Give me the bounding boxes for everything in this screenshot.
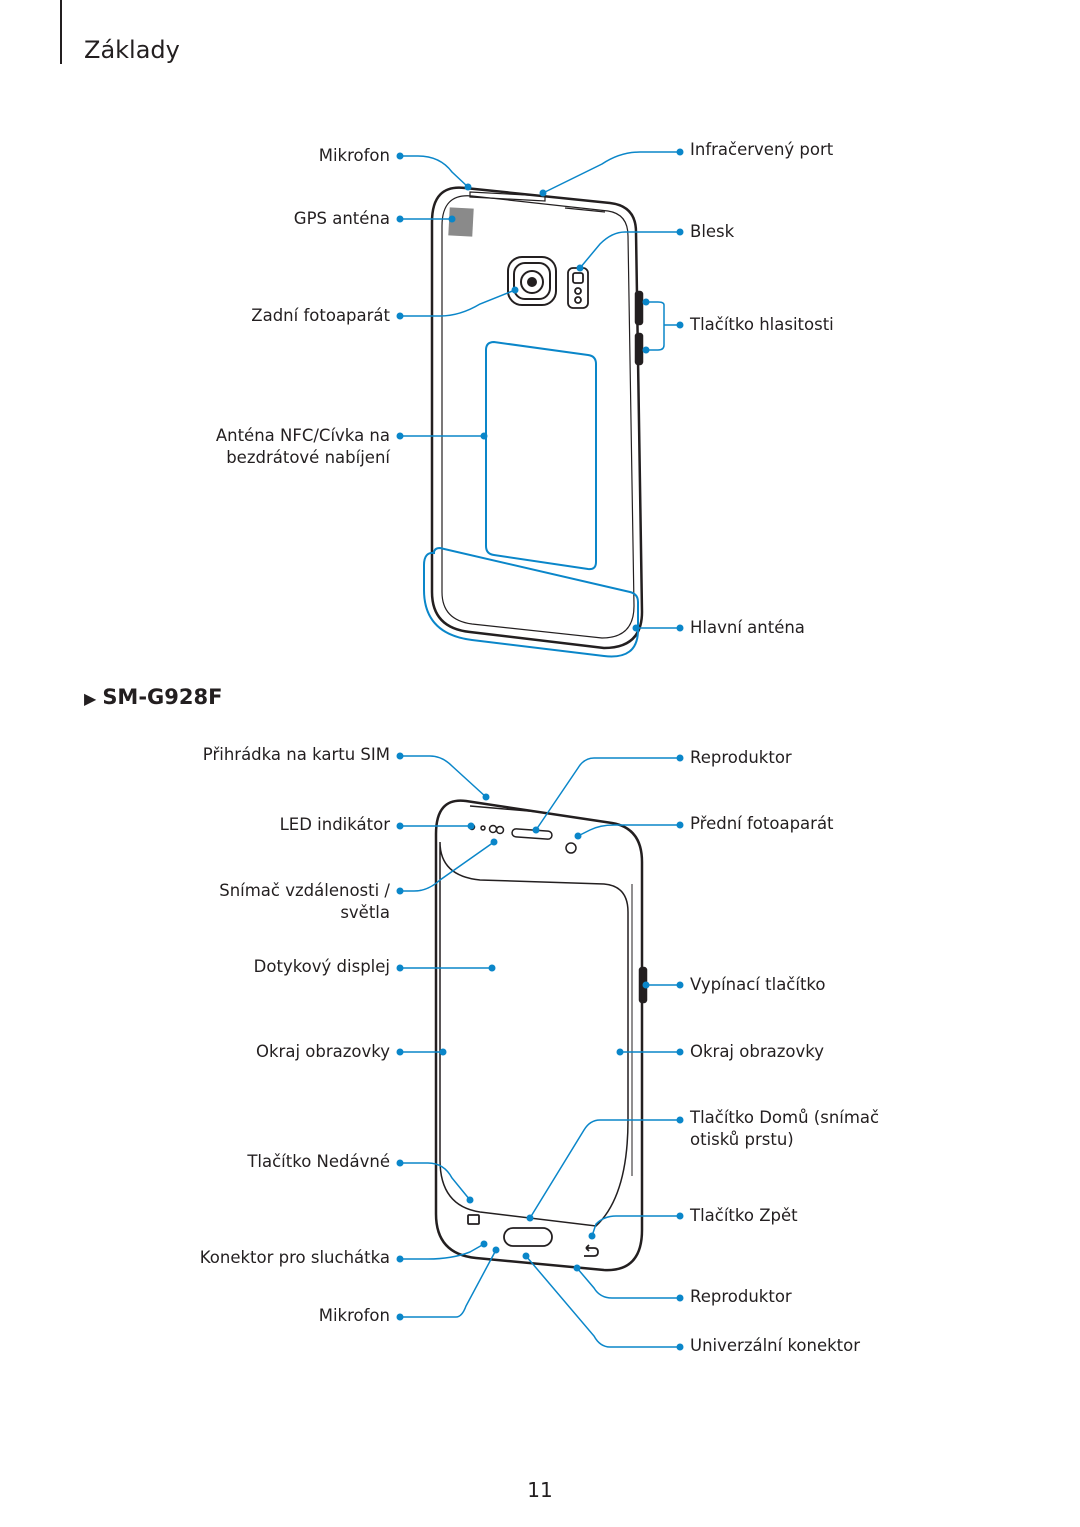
back-phone-inner-edge — [441, 195, 635, 639]
label-microphone-front: Mikrofon — [318, 1306, 390, 1325]
label-gps-antenna: GPS anténa — [293, 209, 390, 228]
back-phone — [430, 186, 644, 650]
label-volume-button: Tlačítko hlasitosti — [690, 315, 834, 334]
front-callout-dots — [396, 752, 684, 1351]
label-flash: Blesk — [690, 222, 735, 241]
label-sim-tray: Přihrádka na kartu SIM — [202, 745, 390, 764]
label-nfc-antenna-line1: Anténa NFC/Cívka na — [215, 426, 390, 445]
model-heading-text: SM-G928F — [102, 685, 223, 709]
label-nfc-antenna-line2: bezdrátové nabíjení — [226, 448, 390, 467]
label-proximity-sensor: Snímač vzdálenosti / světla — [219, 880, 390, 924]
page-number: 11 — [527, 1478, 553, 1502]
label-touchscreen: Dotykový displej — [253, 957, 390, 976]
label-infrared-port: Infračervený port — [690, 140, 834, 159]
volume-key-upper — [634, 290, 644, 326]
back-callouts — [400, 151, 680, 629]
back-top-strip — [469, 191, 546, 202]
front-bottom-keys — [467, 1214, 599, 1257]
back-phone-body — [430, 186, 644, 650]
label-recent-apps-button: Tlačítko Nedávné — [247, 1152, 390, 1171]
back-callout-dots — [396, 148, 684, 632]
front-display-outline — [439, 841, 629, 1227]
model-heading: ▶ SM-G928F — [84, 685, 222, 709]
label-speaker-top: Reproduktor — [690, 748, 792, 767]
label-front-camera: Přední fotoaparát — [690, 814, 834, 833]
label-main-antenna: Hlavní anténa — [690, 618, 805, 637]
label-speaker-bottom: Reproduktor — [690, 1287, 792, 1306]
gps-antenna-area — [448, 207, 474, 237]
label-screen-edge-left: Okraj obrazovky — [256, 1042, 390, 1061]
label-home-button-line1: Tlačítko Domů (snímač — [690, 1108, 880, 1127]
label-power-button: Vypínací tlačítko — [690, 975, 826, 994]
label-led-indicator: LED indikátor — [279, 815, 390, 834]
front-top-slot — [469, 805, 541, 813]
header-rule — [60, 0, 62, 64]
label-home-button-line2: otisků prstu) — [690, 1130, 794, 1149]
main-antenna-area — [423, 546, 639, 658]
flash-module — [567, 267, 589, 309]
back-top-slot — [564, 207, 606, 213]
label-microphone-back: Mikrofon — [318, 146, 390, 165]
earpiece-grille — [511, 828, 553, 840]
front-phone — [434, 799, 648, 1272]
label-headset-jack: Konektor pro sluchátka — [199, 1248, 390, 1267]
label-home-button: Tlačítko Domů (snímač otisků prstu) — [690, 1107, 879, 1151]
label-proximity-sensor-line1: Snímač vzdálenosti / — [219, 881, 390, 900]
label-screen-edge-right: Okraj obrazovky — [690, 1042, 824, 1061]
nfc-coil-area — [485, 340, 597, 571]
label-back-button: Tlačítko Zpět — [690, 1206, 798, 1225]
label-multipurpose-jack: Univerzální konektor — [690, 1336, 861, 1355]
label-rear-camera: Zadní fotoaparát — [251, 306, 390, 325]
recent-apps-key — [467, 1214, 480, 1225]
front-callouts — [400, 755, 680, 1348]
play-arrow-icon: ▶ — [84, 689, 97, 708]
back-key — [584, 1244, 599, 1257]
label-nfc-antenna: Anténa NFC/Cívka na bezdrátové nabíjení — [216, 425, 390, 469]
front-camera-lens — [565, 842, 577, 854]
front-phone-body — [434, 799, 644, 1272]
volume-key-lower — [634, 332, 644, 366]
label-proximity-sensor-line2: světla — [340, 903, 390, 922]
home-key — [503, 1227, 553, 1247]
section-title: Základy — [84, 36, 180, 64]
rear-camera-module — [507, 256, 557, 306]
